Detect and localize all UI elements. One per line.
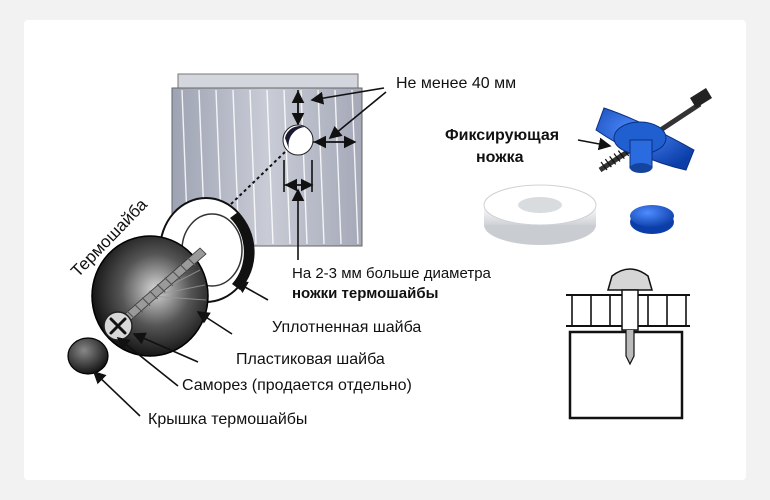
screw-thread (187, 257, 196, 267)
screw-thread (126, 310, 136, 320)
label-diameter-note-2: ножки термошайбы (292, 285, 438, 302)
leg-screw-thread (604, 158, 612, 168)
label-fixing-leg-2: ножка (476, 149, 524, 166)
thermowasher-cap (67, 337, 109, 375)
label-cap: Крышка термошайбы (148, 411, 307, 428)
fixing-leg-assembly (595, 88, 712, 173)
label-screw: Саморез (продается отдельно) (182, 377, 412, 394)
screw (103, 247, 207, 341)
screw-thread (141, 297, 151, 307)
installation-cross-section (566, 268, 690, 420)
leg-screw-thread (600, 161, 608, 171)
screw-thread (149, 290, 159, 300)
sheet-rib (351, 89, 359, 245)
gasket-ring (483, 184, 597, 245)
screw-thread (164, 277, 174, 287)
label-diameter-note-1: На 2-3 мм больше диаметра (292, 265, 492, 282)
screw-thread (171, 270, 181, 280)
assembly-axis (229, 151, 286, 206)
label-fixing-leg-1: Фиксирующая (445, 127, 559, 144)
fixing-leg-pointer (577, 137, 612, 151)
blue-cap (630, 205, 674, 234)
leg-screw-thread (609, 155, 617, 165)
sheet-hole (282, 124, 314, 156)
dimension-lines (283, 87, 387, 260)
screw-thread (156, 283, 166, 293)
leader-lines (92, 281, 269, 417)
leg-screw-thread (617, 150, 625, 160)
sheet-rib (249, 89, 257, 245)
screw-thread (134, 303, 143, 313)
sheet-rib (283, 89, 291, 245)
label-plastic-washer: Пластиковая шайба (236, 351, 385, 368)
sheet-rib (266, 89, 274, 245)
sheet-rib (317, 89, 325, 245)
label-min-distance: Не менее 40 мм (396, 75, 516, 92)
cross-head-screw-icon (109, 317, 127, 335)
label-sealed-washer: Уплотненная шайба (272, 319, 421, 336)
sheet-rib (334, 89, 342, 245)
leg-screw-thread (613, 153, 621, 162)
screw-thread (179, 263, 189, 273)
